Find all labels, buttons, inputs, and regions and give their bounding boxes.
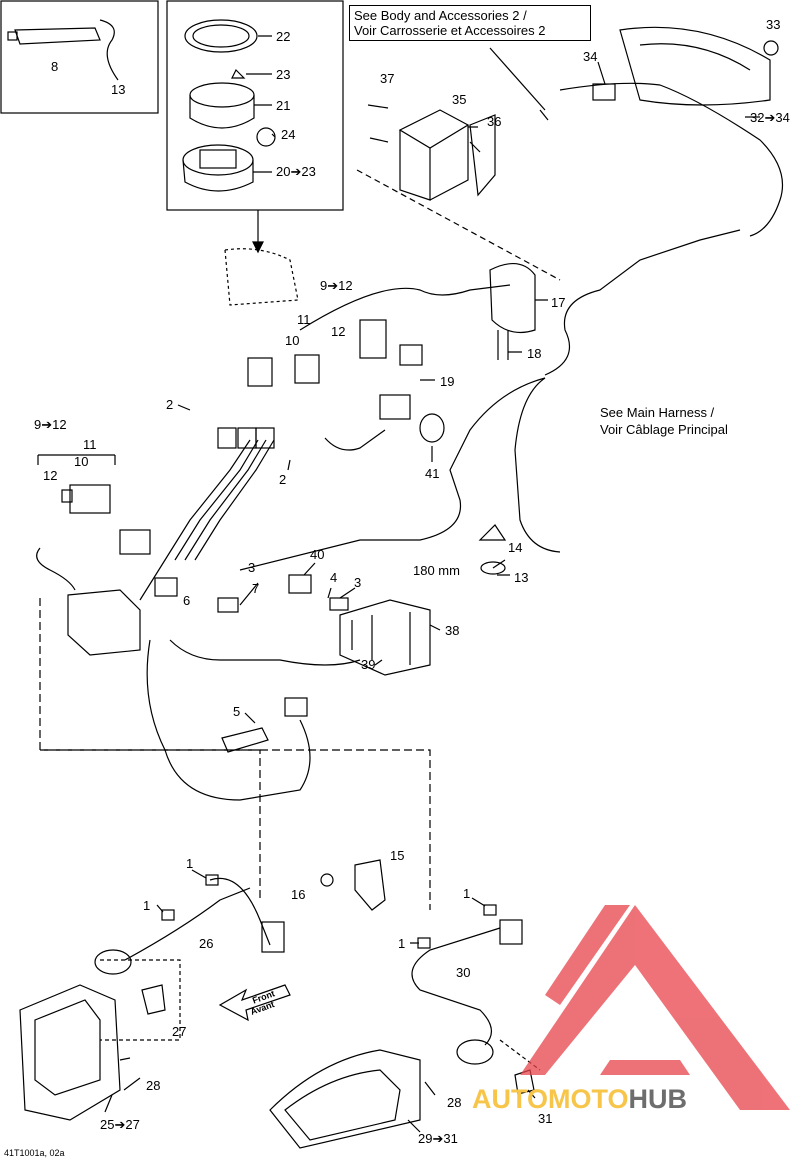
callout-20-23: 20➔23	[276, 164, 316, 179]
dimension-note: 180 mm	[413, 563, 460, 578]
callout-12-b: 12	[43, 468, 58, 483]
callout-4: 4	[330, 570, 338, 585]
callout-1-b: 1	[463, 886, 471, 901]
watermark-text: AUTOMOTOHUB	[472, 1084, 687, 1115]
callout-38: 38	[445, 623, 460, 638]
watermark-logo	[520, 905, 790, 1110]
sealant-tube	[14, 27, 101, 45]
callout-3-a: 3	[248, 560, 256, 575]
callout-40: 40	[310, 547, 325, 562]
watermark-moto: MOTO	[548, 1084, 629, 1114]
callout-37: 37	[380, 71, 395, 86]
callout-28-a: 28	[146, 1078, 161, 1093]
left-headlamp	[19, 984, 121, 1121]
callout-18: 18	[527, 346, 542, 361]
main-harness-reference-line1: See Main Harness /	[600, 405, 715, 420]
tie-strap	[99, 19, 119, 81]
callout-21: 21	[276, 98, 291, 113]
watermark-hub: HUB	[628, 1084, 688, 1114]
watermark-auto: AUTO	[472, 1084, 549, 1114]
callout-14: 14	[508, 540, 523, 555]
callout-7: 7	[252, 581, 260, 596]
gauge-inset-frame	[166, 0, 344, 211]
callout-5: 5	[233, 704, 241, 719]
callout-33: 33	[766, 17, 781, 32]
drawing-code: 41T1001a, 02a	[4, 1148, 65, 1158]
callout-16: 16	[291, 887, 306, 902]
callout-34: 34	[583, 49, 598, 64]
callout-26: 26	[199, 936, 214, 951]
callout-9-12-b: 9➔12	[34, 417, 67, 432]
callout-29-31: 29➔31	[418, 1131, 458, 1146]
callout-11-a: 11	[297, 312, 311, 327]
callout-19: 19	[440, 374, 455, 389]
callout-30: 30	[456, 965, 471, 980]
fuse-box	[67, 589, 141, 656]
callout-17: 17	[551, 295, 566, 310]
callout-10-a: 10	[285, 333, 300, 348]
bracket	[339, 599, 431, 676]
callout-12-a: 12	[331, 324, 346, 339]
callout-24: 24	[281, 127, 296, 142]
callout-22: 22	[276, 29, 291, 44]
callout-1-d: 1	[398, 936, 406, 951]
callout-11-b: 11	[83, 437, 97, 452]
callout-2-a: 2	[166, 397, 174, 412]
callout-32-34: 32➔34	[750, 110, 790, 125]
callout-8: 8	[51, 59, 59, 74]
callout-1-a: 1	[186, 856, 194, 871]
callout-9-12-a: 9➔12	[320, 278, 353, 293]
main-harness-reference-line2: Voir Câblage Principal	[600, 422, 728, 437]
callout-41: 41	[425, 466, 440, 481]
callout-39: 39	[361, 657, 376, 672]
gauge-bezel	[184, 19, 258, 53]
callout-15: 15	[390, 848, 405, 863]
callout-23: 23	[276, 67, 291, 82]
callout-10-b: 10	[74, 454, 89, 469]
callout-2-b: 2	[279, 472, 287, 487]
callout-36: 36	[487, 114, 502, 129]
body-accessories-reference: See Body and Accessories 2 / Voir Carros…	[349, 5, 591, 41]
callout-3-b: 3	[354, 575, 362, 590]
callout-13-a: 13	[111, 82, 126, 97]
right-headlamp	[269, 1049, 421, 1149]
callout-35: 35	[452, 92, 467, 107]
callout-28-b: 28	[447, 1095, 462, 1110]
callout-25-27: 25➔27	[100, 1117, 140, 1132]
callout-31: 31	[538, 1111, 553, 1126]
callout-1-c: 1	[143, 898, 151, 913]
callout-13-b: 13	[514, 570, 529, 585]
callout-27: 27	[172, 1024, 187, 1039]
sealant-inset-frame	[0, 0, 159, 114]
instrument-cluster	[619, 26, 771, 106]
callout-6: 6	[183, 593, 191, 608]
